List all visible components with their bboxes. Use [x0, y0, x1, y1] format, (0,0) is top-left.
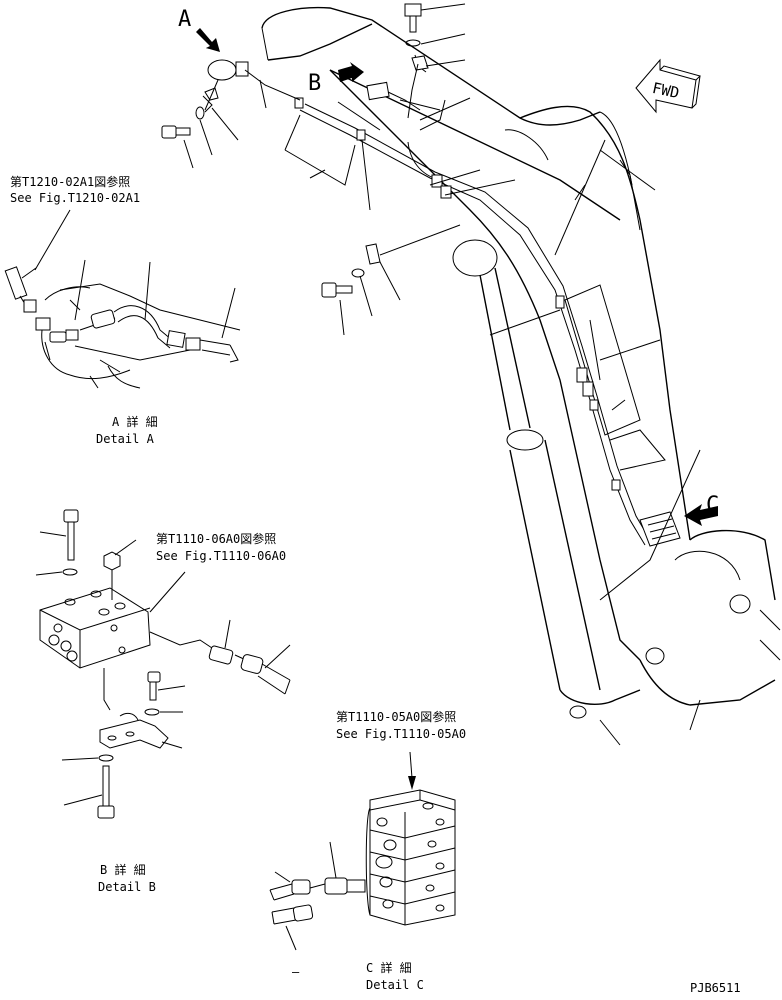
top-hardware: [161, 3, 429, 298]
ref3-jp: 第T1110-05A0図参照: [336, 709, 456, 724]
hydraulic-lines: [294, 97, 681, 547]
detail-c-dash: –: [292, 965, 300, 979]
ref1-jp: 第T1210-02A1図参照: [10, 174, 130, 189]
view-label-a: A: [178, 7, 191, 32]
arrow-c: [684, 504, 718, 526]
view-label-c: C: [706, 493, 719, 518]
boom-cylinder: [452, 239, 641, 746]
boom: [261, 6, 781, 731]
ref1-en: See Fig.T1210-02A1: [10, 191, 140, 205]
detail-c-drawing: [269, 751, 456, 951]
detail-a-jp: A 詳 細: [112, 414, 158, 429]
detail-b-drawing: [35, 509, 291, 819]
arrow-b: [338, 62, 364, 82]
view-label-b: B: [308, 71, 321, 96]
fwd-arrow-icon: [635, 58, 701, 114]
arrow-a: [196, 28, 220, 52]
ref2-jp: 第T1110-06A0図参照: [156, 531, 276, 546]
ref2-en: See Fig.T1110-06A0: [156, 549, 286, 563]
detail-b-en: Detail B: [98, 880, 156, 894]
ref3-en: See Fig.T1110-05A0: [336, 727, 466, 741]
leader-lines-top: [183, 3, 701, 601]
detail-c-en: Detail C: [366, 978, 424, 992]
detail-a-drawing: [4, 209, 241, 389]
detail-c-jp: C 詳 細: [366, 960, 412, 975]
detail-b-jp: B 詳 細: [100, 862, 146, 877]
detail-a-en: Detail A: [96, 432, 155, 446]
drawing-number: PJB6511: [690, 981, 741, 995]
fwd-label: FWD: [651, 79, 681, 102]
